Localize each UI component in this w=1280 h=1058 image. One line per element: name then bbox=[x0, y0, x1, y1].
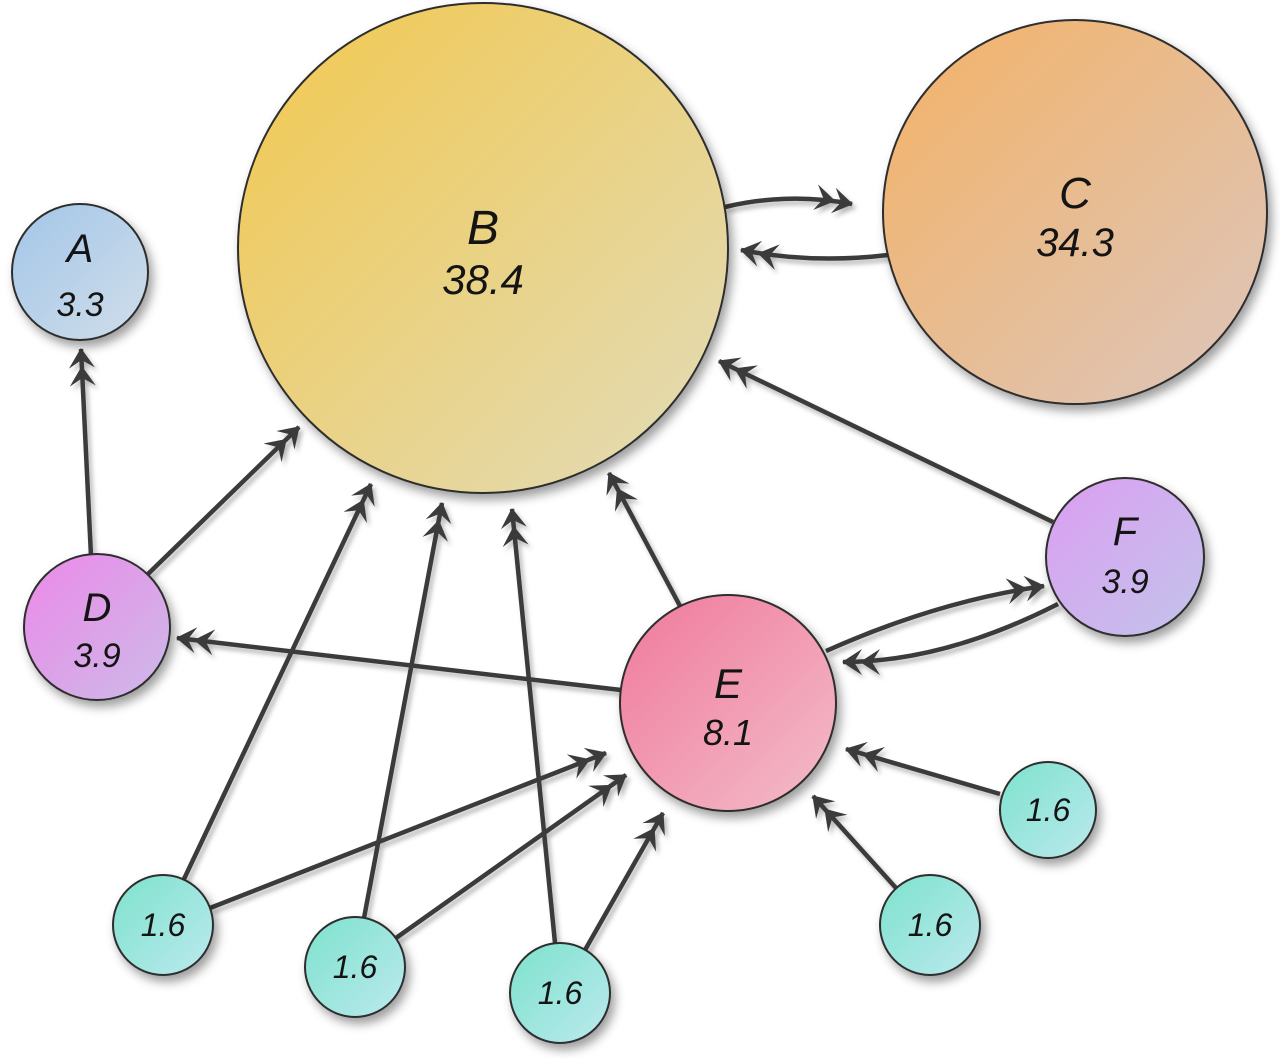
edge-s1-to-B-arrow bbox=[181, 483, 375, 880]
node-s5-circle bbox=[999, 761, 1097, 859]
node-s5: 1.6 bbox=[999, 761, 1097, 859]
edge-s2-to-B-arrow bbox=[361, 502, 452, 919]
node-s1-value: 1.6 bbox=[141, 907, 186, 943]
edge-s5-to-E-arrow bbox=[845, 741, 1001, 797]
node-s1: 1.6 bbox=[112, 874, 214, 976]
edge-E-to-B-arrow bbox=[606, 471, 682, 608]
edge-E-to-D-arrow bbox=[176, 627, 622, 693]
node-F-circle bbox=[1045, 477, 1205, 637]
node-s2: 1.6 bbox=[304, 916, 406, 1018]
edge-E-to-F-arrow bbox=[825, 575, 1045, 654]
edge-C-to-B-arrow bbox=[740, 240, 889, 270]
node-D: D 3.9 bbox=[23, 553, 171, 701]
node-B-circle bbox=[237, 2, 729, 494]
edge-F-to-E-arrow bbox=[842, 601, 1060, 675]
node-s5-value: 1.6 bbox=[1026, 792, 1071, 828]
node-D-circle bbox=[23, 553, 171, 701]
node-s3-value: 1.6 bbox=[538, 975, 583, 1011]
node-s4-circle bbox=[879, 874, 981, 976]
node-s3: 1.6 bbox=[509, 942, 611, 1044]
node-D-label: D bbox=[83, 586, 112, 630]
node-A-circle bbox=[11, 203, 149, 341]
node-s2-value: 1.6 bbox=[333, 949, 378, 985]
node-F-value: 3.9 bbox=[1101, 563, 1148, 601]
edge-s4-to-E-arrow bbox=[811, 794, 898, 890]
node-F: F 3.9 bbox=[1045, 477, 1205, 637]
node-D-value: 3.9 bbox=[73, 637, 120, 675]
edge-s3-to-E-arrow bbox=[583, 811, 665, 952]
node-B-label: B bbox=[467, 202, 499, 255]
node-C: C34.3 bbox=[882, 19, 1268, 405]
edge-D-to-B-arrow bbox=[146, 425, 301, 576]
node-A: A 3.3 bbox=[11, 203, 149, 341]
node-s2-circle bbox=[304, 916, 406, 1018]
node-C-label: C bbox=[1059, 169, 1092, 218]
edge-s2-to-E-arrow bbox=[394, 773, 628, 940]
edge-B-to-C-arrow bbox=[724, 184, 853, 214]
node-s4-value: 1.6 bbox=[908, 907, 953, 943]
node-s4: 1.6 bbox=[879, 874, 981, 976]
edge-layer bbox=[68, 184, 1060, 952]
node-s3-circle bbox=[509, 942, 611, 1044]
node-B-value: 38.4 bbox=[442, 256, 524, 303]
node-C-circle bbox=[882, 19, 1268, 405]
edge-D-to-A-arrow bbox=[68, 348, 96, 557]
node-E-circle bbox=[619, 594, 837, 812]
node-B: B38.4 bbox=[237, 2, 729, 494]
edge-F-to-B-arrow bbox=[718, 357, 1054, 525]
node-layer: A 3.3 B38.4 C34.3D 3.9E 8.1 F 3.9 1.6 1.6 1.6 1.6 1.… bbox=[11, 2, 1268, 1044]
node-F-label: F bbox=[1113, 510, 1140, 554]
node-A-label: A bbox=[65, 227, 94, 271]
node-s1-circle bbox=[112, 874, 214, 976]
node-E-value: 8.1 bbox=[703, 712, 753, 753]
node-C-value: 34.3 bbox=[1036, 221, 1114, 265]
edge-s3-to-B-arrow bbox=[500, 508, 558, 944]
node-A-value: 3.3 bbox=[56, 286, 103, 324]
node-E: E 8.1 bbox=[619, 594, 837, 812]
node-E-label: E bbox=[714, 660, 743, 707]
